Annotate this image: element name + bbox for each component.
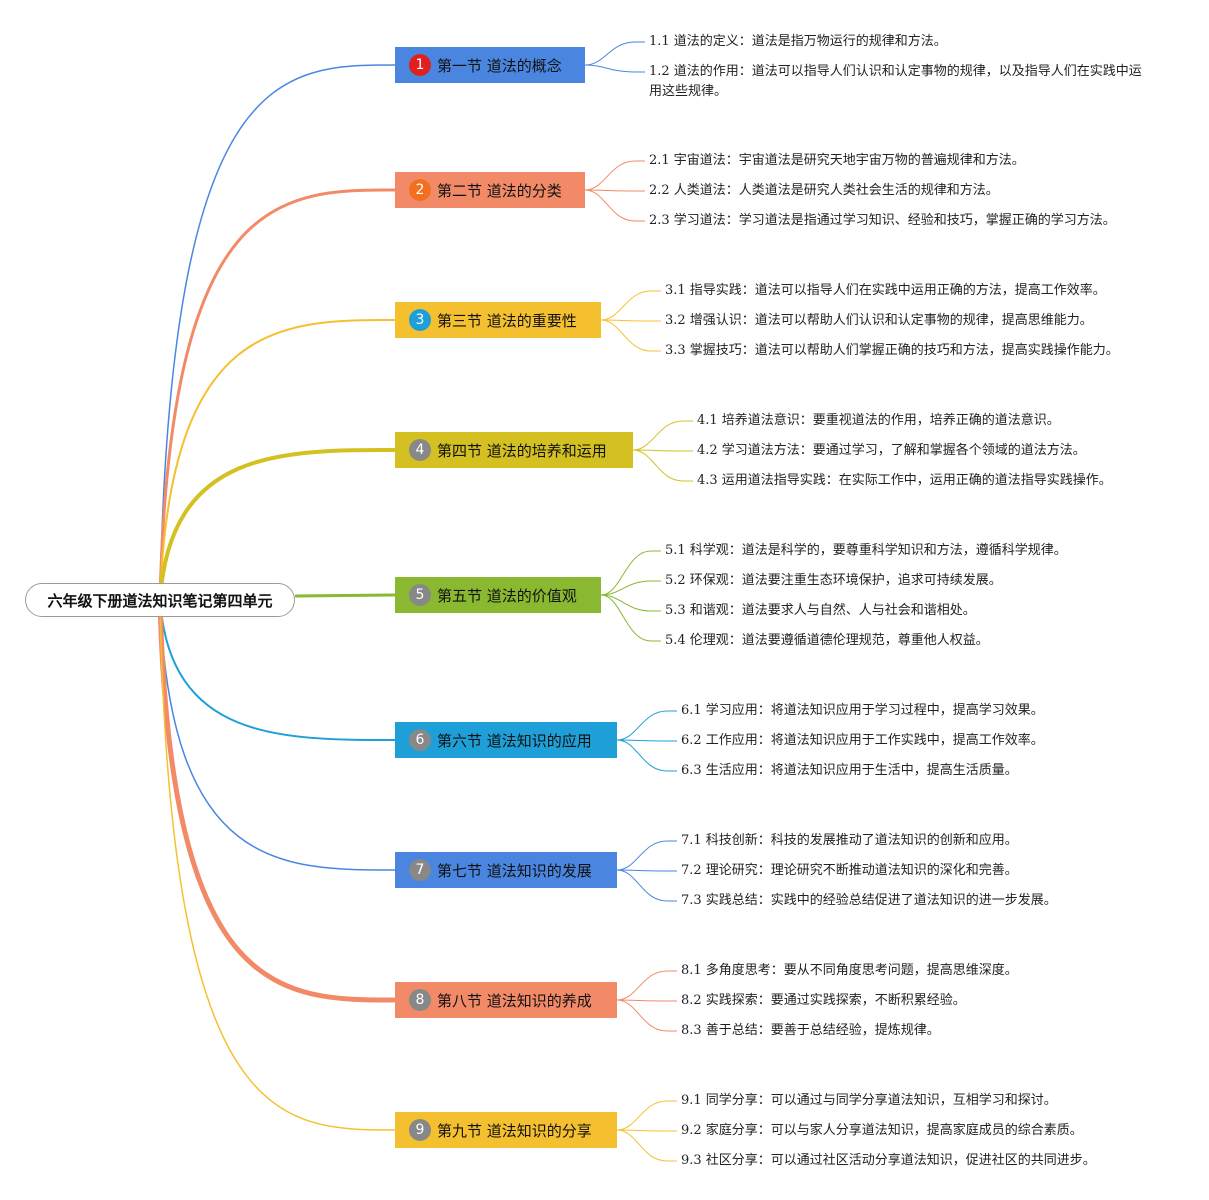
leaf-line-2-1 [584, 160, 645, 191]
leaf-item-5-2[interactable]: 5.2 环保观：道法要注重生态环境保护，追求可持续发展。 [665, 573, 1002, 588]
section-number-badge-4: 4 [409, 439, 431, 461]
leaf-item-3-2[interactable]: 3.2 增强认识：道法可以帮助人们认识和认定事物的规律，提高思维能力。 [665, 313, 1093, 328]
leaf-line-3-3 [600, 319, 661, 352]
section-number-badge-5: 5 [409, 584, 431, 606]
section-number-badge-6: 6 [409, 729, 431, 751]
leaf-line-8-1 [616, 970, 677, 1001]
leaf-item-8-2[interactable]: 8.2 实践探索：要通过实践探索，不断积累经验。 [681, 993, 966, 1008]
branch-line-4 [158, 448, 396, 601]
leaf-item-9-2[interactable]: 9.2 家庭分享：可以与家人分享道法知识，提高家庭成员的综合素质。 [681, 1123, 1083, 1138]
leaf-line-7-2 [616, 869, 677, 872]
leaf-line-5-1 [600, 550, 661, 596]
root-topic[interactable]: 六年级下册道法知识笔记第四单元 [25, 583, 295, 617]
leaf-line-5-3 [600, 594, 661, 612]
section-7[interactable]: 7 第七节 道法知识的发展 [395, 852, 617, 888]
leaf-line-2-3 [584, 189, 645, 222]
section-4[interactable]: 4 第四节 道法的培养和运用 [395, 432, 633, 468]
section-1[interactable]: 1 第一节 道法的概念 [395, 47, 585, 83]
leaf-line-8-3 [616, 999, 677, 1032]
section-6[interactable]: 6 第六节 道法知识的应用 [395, 722, 617, 758]
section-3[interactable]: 3 第三节 道法的重要性 [395, 302, 601, 338]
branch-line-6 [159, 599, 396, 741]
leaf-line-3-2 [600, 319, 661, 322]
leaf-line-8-2 [616, 999, 677, 1002]
leaf-item-7-2[interactable]: 7.2 理论研究：理论研究不断推动道法知识的深化和完善。 [681, 863, 1018, 878]
section-8[interactable]: 8 第八节 道法知识的养成 [395, 982, 617, 1018]
section-title-3: 第三节 道法的重要性 [437, 311, 577, 330]
section-title-5: 第五节 道法的价值观 [437, 586, 577, 605]
leaf-line-6-3 [616, 739, 677, 772]
leaf-line-9-1 [616, 1100, 677, 1131]
leaf-item-7-1[interactable]: 7.1 科技创新：科技的发展推动了道法知识的创新和应用。 [681, 833, 1018, 848]
leaf-item-1-2[interactable]: 1.2 道法的作用：道法可以指导人们认识和认定事物的规律，以及指导人们在实践中运… [649, 64, 1142, 99]
section-5[interactable]: 5 第五节 道法的价值观 [395, 577, 601, 613]
leaf-item-6-2[interactable]: 6.2 工作应用：将道法知识应用于工作实践中，提高工作效率。 [681, 733, 1044, 748]
leaf-item-4-2[interactable]: 4.2 学习道法方法：要通过学习，了解和掌握各个领域的道法方法。 [697, 443, 1086, 458]
section-number-badge-8: 8 [409, 989, 431, 1011]
leaf-item-2-2[interactable]: 2.2 人类道法：人类道法是研究人类社会生活的规律和方法。 [649, 183, 999, 198]
section-9[interactable]: 9 第九节 道法知识的分享 [395, 1112, 617, 1148]
leaf-line-4-1 [632, 420, 693, 451]
leaf-item-3-1[interactable]: 3.1 指导实践：道法可以指导人们在实践中运用正确的方法，提高工作效率。 [665, 283, 1106, 298]
leaf-item-2-1[interactable]: 2.1 宇宙道法：宇宙道法是研究天地宇宙万物的普遍规律和方法。 [649, 153, 1025, 168]
leaf-line-2-2 [584, 189, 645, 192]
leaf-item-8-3[interactable]: 8.3 善于总结：要善于总结经验，提炼规律。 [681, 1023, 940, 1038]
leaf-line-9-2 [616, 1129, 677, 1132]
section-title-7: 第七节 道法知识的发展 [437, 861, 592, 880]
leaf-item-5-4[interactable]: 5.4 伦理观：道法要遵循道德伦理规范，尊重他人权益。 [665, 633, 989, 648]
branch-line-5 [294, 593, 396, 598]
leaf-line-4-3 [632, 449, 693, 482]
branch-line-9 [159, 599, 396, 1131]
leaf-item-9-1[interactable]: 9.1 同学分享：可以通过与同学分享道法知识，互相学习和探讨。 [681, 1093, 1057, 1108]
leaf-item-8-1[interactable]: 8.1 多角度思考：要从不同角度思考问题，提高思维深度。 [681, 963, 1018, 978]
leaf-line-1-1 [584, 41, 645, 66]
leaf-item-4-3[interactable]: 4.3 运用道法指导实践：在实际工作中，运用正确的道法指导实践操作。 [697, 473, 1112, 488]
leaf-line-3-1 [600, 290, 661, 321]
section-title-6: 第六节 道法知识的应用 [437, 731, 592, 750]
leaf-item-4-1[interactable]: 4.1 培养道法意识：要重视道法的作用，培养正确的道法意识。 [697, 413, 1060, 428]
leaf-item-9-3[interactable]: 9.3 社区分享：可以通过社区活动分享道法知识，促进社区的共同进步。 [681, 1153, 1096, 1168]
leaf-item-5-3[interactable]: 5.3 和谐观：道法要求人与自然、人与社会和谐相处。 [665, 603, 976, 618]
leaf-item-5-1[interactable]: 5.1 科学观：道法是科学的，要尊重科学知识和方法，遵循科学规律。 [665, 543, 1067, 558]
leaf-item-2-3[interactable]: 2.3 学习道法：学习道法是指通过学习知识、经验和技巧，掌握正确的学习方法。 [649, 213, 1116, 228]
leaf-line-4-2 [632, 449, 693, 452]
section-2[interactable]: 2 第二节 道法的分类 [395, 172, 585, 208]
leaf-line-7-3 [616, 869, 677, 902]
section-title-8: 第八节 道法知识的养成 [437, 991, 592, 1010]
leaf-line-5-4 [600, 594, 661, 642]
section-number-badge-3: 3 [409, 309, 431, 331]
branch-line-3 [159, 319, 396, 601]
branch-line-8 [157, 599, 396, 1003]
leaf-line-9-3 [616, 1129, 677, 1162]
leaf-item-6-3[interactable]: 6.3 生活应用：将道法知识应用于生活中，提高生活质量。 [681, 763, 1018, 778]
section-title-9: 第九节 道法知识的分享 [437, 1121, 592, 1140]
leaf-item-1-1[interactable]: 1.1 道法的定义：道法是指万物运行的规律和方法。 [649, 34, 947, 49]
section-number-badge-7: 7 [409, 859, 431, 881]
leaf-line-7-1 [616, 840, 677, 871]
branch-line-1 [159, 64, 396, 601]
section-number-badge-2: 2 [409, 179, 431, 201]
leaf-item-7-3[interactable]: 7.3 实践总结：实践中的经验总结促进了道法知识的进一步发展。 [681, 893, 1057, 908]
section-number-badge-9: 9 [409, 1119, 431, 1141]
branch-line-7 [159, 599, 396, 871]
root-title: 六年级下册道法知识笔记第四单元 [47, 591, 273, 610]
leaf-line-6-1 [616, 710, 677, 741]
section-title-1: 第一节 道法的概念 [437, 56, 562, 75]
leaf-line-5-2 [600, 580, 661, 596]
leaf-item-6-1[interactable]: 6.1 学习应用：将道法知识应用于学习过程中，提高学习效果。 [681, 703, 1044, 718]
branch-line-2 [158, 188, 396, 601]
leaf-item-3-3[interactable]: 3.3 掌握技巧：道法可以帮助人们掌握正确的技巧和方法，提高实践操作能力。 [665, 343, 1119, 358]
section-number-badge-1: 1 [409, 54, 431, 76]
section-title-2: 第二节 道法的分类 [437, 181, 562, 200]
leaf-line-1-2 [584, 64, 645, 73]
leaf-line-6-2 [616, 739, 677, 742]
section-title-4: 第四节 道法的培养和运用 [437, 441, 607, 460]
